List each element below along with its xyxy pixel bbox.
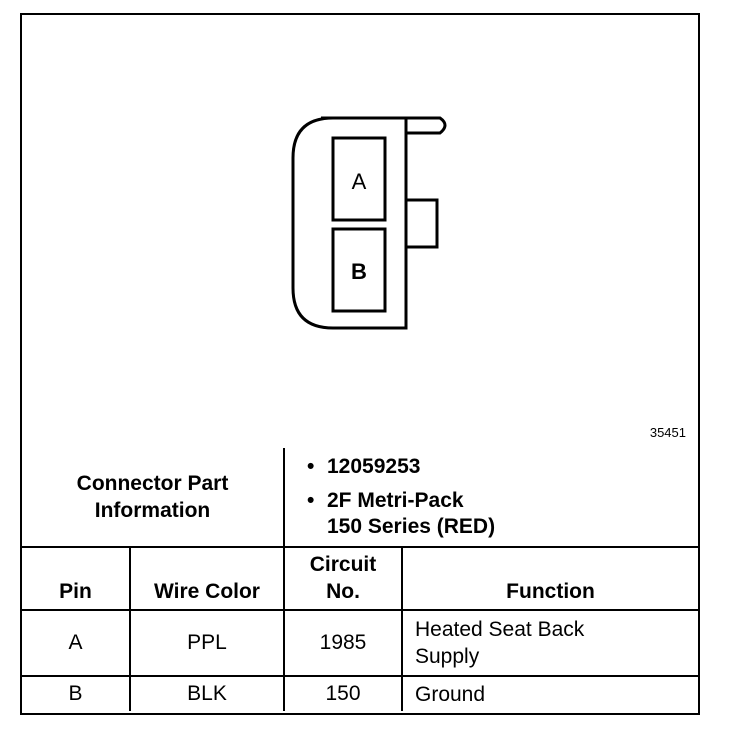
cavity-b-label: B [351,259,367,284]
cell-pin: B [22,675,131,711]
cell-circuit: 150 [283,675,403,711]
cavity-a [331,136,387,222]
info-row: Connector Part Information • 12059253 • … [22,448,698,548]
bullet-icon: • [307,455,315,478]
info-item-text: 12059253 [327,455,421,478]
connector-table: Connector Part Information • 12059253 • … [22,448,698,711]
table-row: A PPL 1985 Heated Seat Back Supply [22,609,698,677]
header-circuit: Circuit No. [283,546,403,611]
connector-diagram: A B 35451 [22,15,698,448]
cell-wire-color: BLK [129,675,285,711]
info-item-part-number: • 12059253 [307,454,697,480]
connector-face-drawing: A B [291,116,447,330]
table-header-row: Pin Wire Color Circuit No. Function [22,546,698,611]
cavity-b [331,227,387,313]
connector-side-key [406,198,439,249]
cell-function: Ground [401,675,698,711]
bullet-icon: • [307,489,315,512]
info-item-text: 2F Metri-Pack [327,489,464,512]
header-pin: Pin [22,546,131,611]
info-item-series: • 2F Metri-Pack 150 Series (RED) [307,488,697,540]
cell-wire-color: PPL [129,609,285,677]
cell-pin: A [22,609,131,677]
info-label-line1: Connector Part [76,472,229,495]
info-label-line2: Information [94,499,211,522]
connector-body-outline [291,116,408,330]
header-circuit-line2: No. [326,580,360,603]
info-items-cell: • 12059253 • 2F Metri-Pack 150 Series (R… [283,448,698,548]
cell-circuit: 1985 [283,609,403,677]
connector-latch-tab [406,116,447,135]
header-wire-color: Wire Color [129,546,285,611]
table-row: B BLK 150 Ground [22,675,698,711]
info-item-text-line2: 150 Series (RED) [327,515,496,538]
cell-function-line1: Heated Seat Back [415,618,585,641]
cavity-a-label: A [352,169,367,194]
cell-function: Heated Seat Back Supply [401,609,698,677]
header-function: Function [401,546,698,611]
figure-id: 35451 [649,425,686,440]
info-label-cell: Connector Part Information [22,448,285,548]
header-circuit-line1: Circuit [309,553,377,576]
cell-function-line2: Supply [415,645,480,668]
connector-info-frame: A B 35451 Connector Part Information • 1… [20,13,700,715]
